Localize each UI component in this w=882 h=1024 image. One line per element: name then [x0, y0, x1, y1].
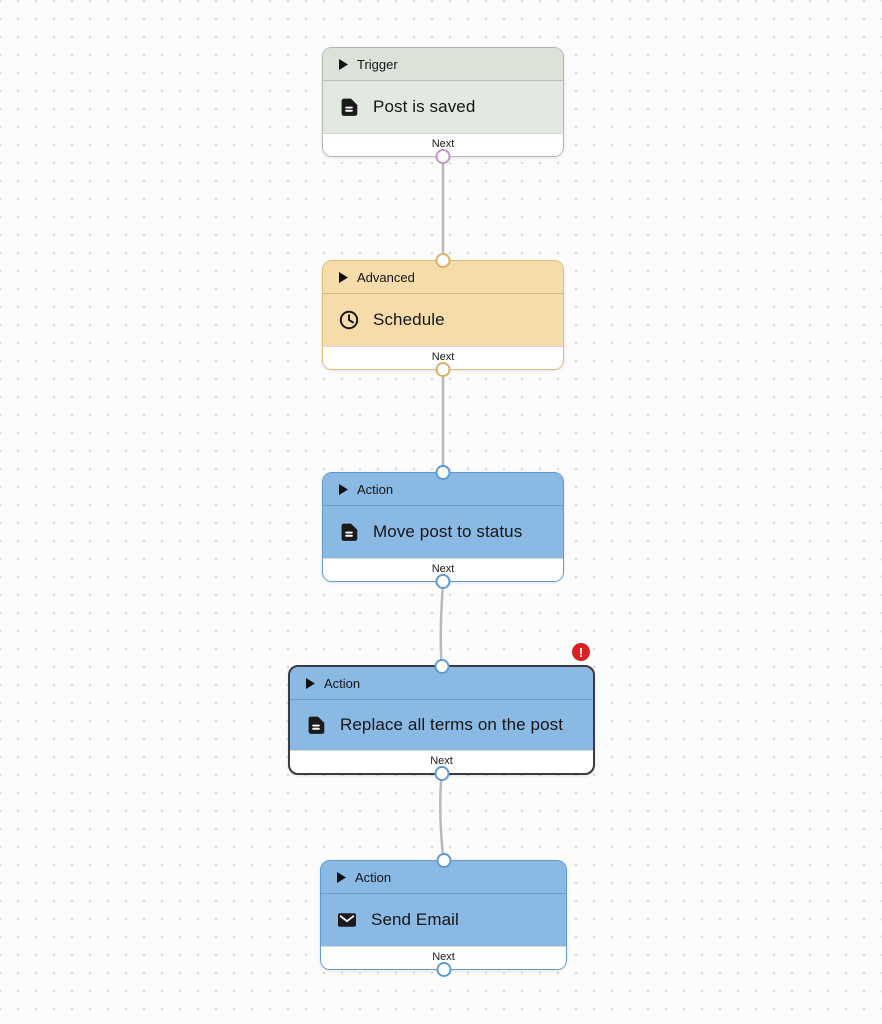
output-port[interactable]: [435, 574, 451, 589]
document-icon: [338, 96, 360, 118]
clock-icon: [338, 309, 360, 331]
connector-edge: [439, 580, 445, 667]
node-action-replace-all-terms[interactable]: ! Action Replace all terms on the post N…: [288, 643, 595, 781]
document-icon: [305, 714, 327, 736]
node-action-move-post-to-status[interactable]: Action Move post to status Next: [322, 465, 564, 589]
node-footer-next: Next: [321, 946, 566, 969]
node-advanced-schedule[interactable]: Advanced Schedule Next: [322, 253, 564, 377]
node-title: Schedule: [373, 310, 445, 329]
connector-edge: [439, 773, 445, 862]
play-triangle-icon: [339, 483, 348, 495]
node-header: Action: [323, 473, 563, 506]
input-port[interactable]: [434, 659, 449, 674]
error-badge[interactable]: !: [572, 643, 590, 661]
node-footer-next: Next: [323, 133, 563, 156]
node-category-label: Action: [324, 675, 361, 691]
play-triangle-icon: [337, 871, 346, 883]
node-footer-next: Next: [290, 750, 593, 773]
node-footer-next: Next: [323, 558, 563, 581]
envelope-icon: [336, 909, 358, 931]
node-body: Send Email: [321, 894, 566, 946]
output-port[interactable]: [435, 149, 451, 164]
node-footer-next: Next: [323, 346, 563, 369]
node-body: Schedule: [323, 294, 563, 346]
node-body: Move post to status: [323, 506, 563, 558]
node-action-send-email[interactable]: Action Send Email Next: [320, 853, 567, 977]
node-body: Replace all terms on the post: [290, 700, 593, 750]
output-port[interactable]: [435, 362, 451, 377]
node-category-label: Action: [357, 481, 394, 497]
node-trigger-post-is-saved[interactable]: Trigger Post is saved Next: [322, 47, 564, 164]
input-port[interactable]: [436, 853, 451, 868]
input-port[interactable]: [435, 465, 451, 480]
node-body: Post is saved: [323, 81, 563, 133]
node-title: Post is saved: [373, 97, 476, 116]
document-icon: [338, 521, 360, 543]
node-header: Trigger: [323, 48, 563, 81]
node-category-label: Advanced: [357, 269, 415, 285]
node-title: Send Email: [371, 910, 459, 929]
play-triangle-icon: [339, 271, 348, 283]
node-title: Move post to status: [373, 522, 523, 541]
play-triangle-icon: [339, 58, 348, 70]
node-title: Replace all terms on the post: [340, 715, 564, 734]
output-port[interactable]: [434, 766, 449, 781]
input-port[interactable]: [435, 253, 451, 268]
output-port[interactable]: [436, 962, 451, 977]
play-triangle-icon: [306, 677, 315, 689]
node-category-label: Trigger: [357, 56, 398, 72]
node-category-label: Action: [355, 869, 392, 885]
